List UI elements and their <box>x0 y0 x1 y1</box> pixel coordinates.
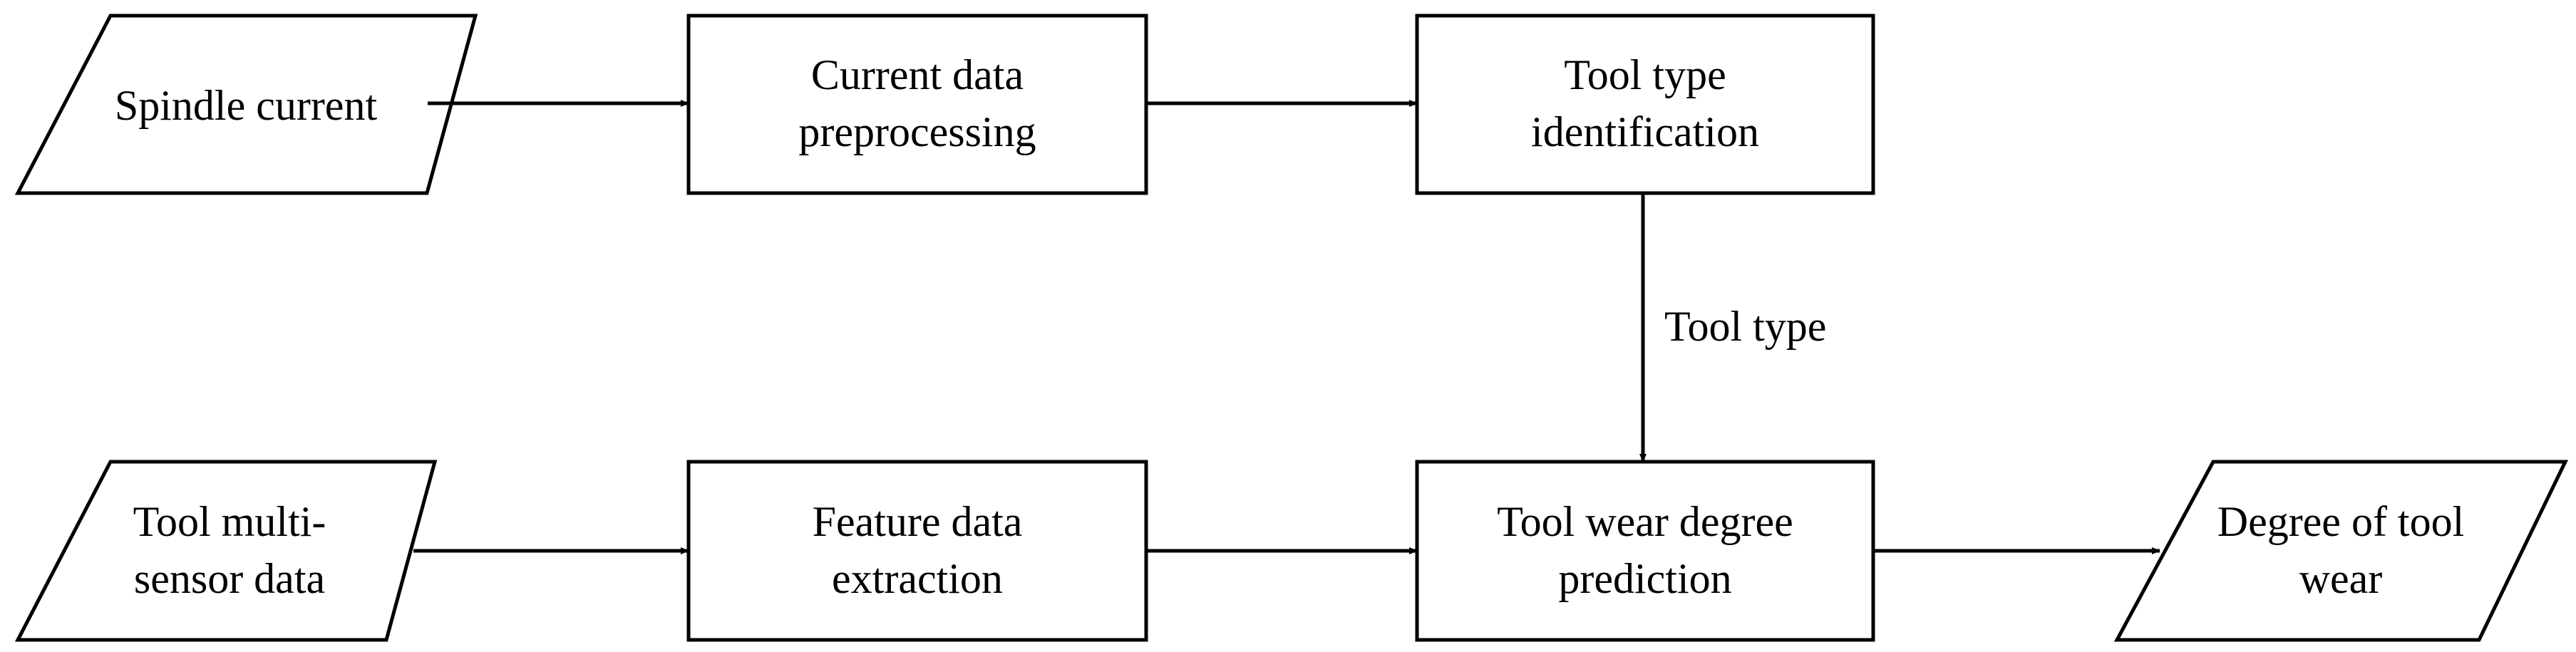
wear-prediction-label-line2: prediction <box>1558 555 1731 602</box>
feature-extraction-label-line1: Feature data <box>813 498 1023 545</box>
wear-prediction-label-line1: Tool wear degree <box>1497 498 1793 545</box>
tool-multisensor-label-line1: Tool multi- <box>133 498 326 545</box>
current-preprocessing-label-line1: Current data <box>811 51 1024 98</box>
current-preprocessing-node <box>686 14 1148 195</box>
degree-of-wear-node <box>2113 460 2568 642</box>
tool-multisensor-label-line2: sensor data <box>134 555 325 602</box>
current-preprocessing-label-line2: preprocessing <box>798 108 1036 155</box>
degree-of-wear-label-line2: wear <box>2299 555 2383 602</box>
tool-multisensor-node <box>14 460 438 642</box>
spindle-current-node <box>14 14 478 195</box>
tool-type-identification-label-line1: Tool type <box>1564 51 1726 98</box>
degree-of-wear-label-line1: Degree of tool <box>2217 498 2465 545</box>
feature-extraction-node <box>686 460 1148 642</box>
spindle-current-label: Spindle current <box>115 82 378 129</box>
tool-type-identification-node <box>1415 14 1875 195</box>
tool-type-identification-label-line2: identification <box>1531 108 1759 155</box>
tool-type-edge-label: Tool type <box>1664 303 1826 350</box>
feature-extraction-label-line2: extraction <box>832 555 1003 602</box>
wear-prediction-node <box>1415 460 1875 642</box>
